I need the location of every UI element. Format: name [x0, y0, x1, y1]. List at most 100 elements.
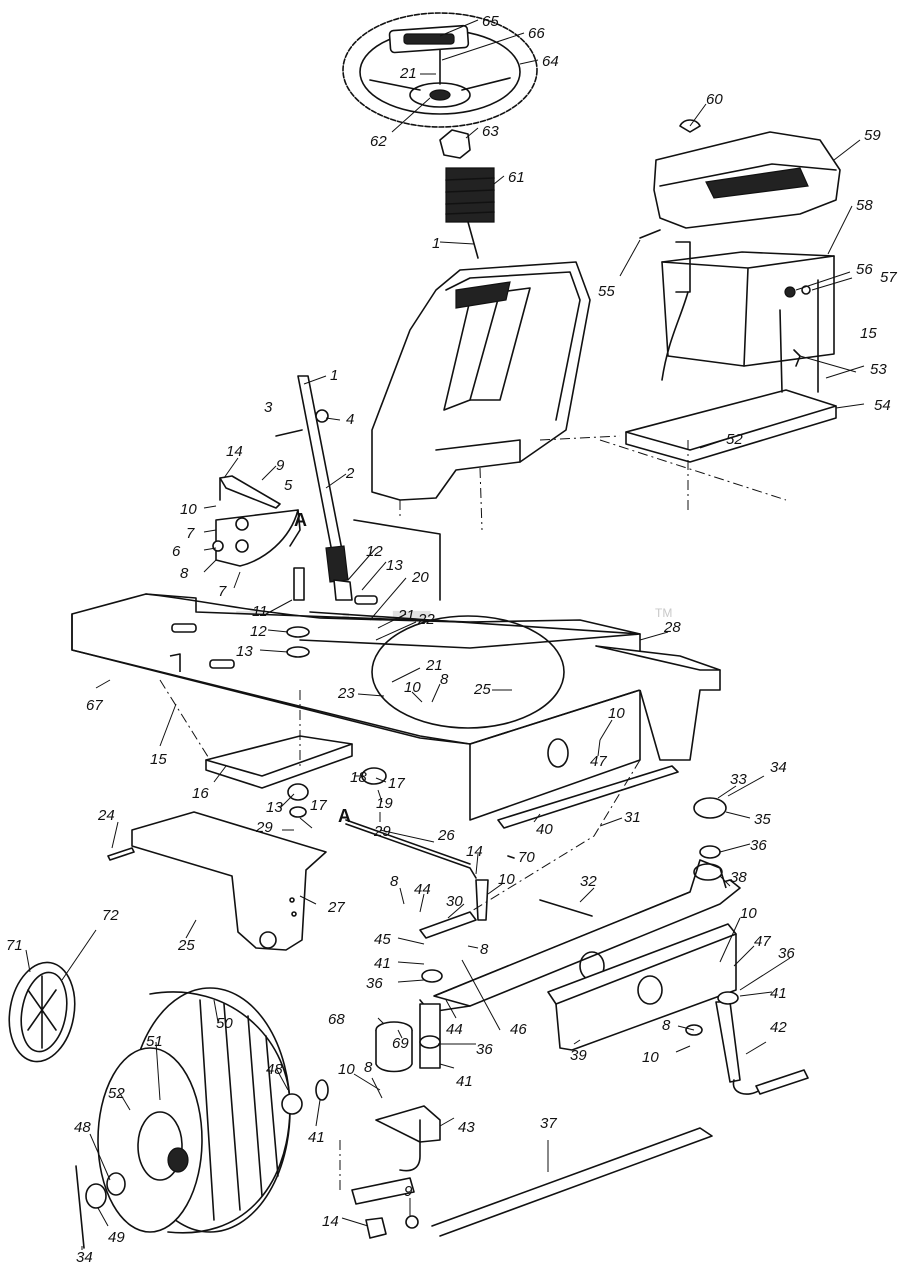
callout: 15: [860, 325, 877, 342]
callout: 58: [856, 197, 873, 214]
callout: 11: [252, 603, 268, 620]
callout: 25: [473, 681, 491, 698]
leader-lines: [25, 19, 865, 1250]
battery-cover: [653, 131, 841, 229]
callout: 70: [518, 849, 535, 866]
callout: 63: [482, 123, 499, 140]
assembly-lines: [159, 467, 641, 1190]
assembly-lines-battery: [539, 435, 787, 510]
callout: 20: [411, 569, 429, 586]
callout: 45: [374, 931, 391, 948]
steering-shaft-spring: [445, 167, 495, 259]
callout: 30: [446, 893, 463, 910]
callout: 10: [740, 905, 757, 922]
callout: 25: [177, 937, 195, 954]
callout: 38: [730, 869, 747, 886]
ref-letter-a-lower: A: [338, 806, 351, 826]
callout: 14: [226, 443, 243, 460]
hubcap: [8, 961, 76, 1063]
callout: 26: [437, 827, 455, 844]
callout: 7: [186, 525, 195, 542]
callout: 31: [624, 809, 641, 826]
callout: 41: [308, 1129, 325, 1146]
callout: 29: [255, 819, 273, 836]
callout: 5: [284, 477, 293, 494]
screw-55: [639, 229, 661, 239]
wheel-hardware: [75, 1079, 329, 1249]
callout: 67: [86, 697, 103, 714]
callout: 12: [366, 543, 383, 560]
spacer-68: [375, 1021, 413, 1073]
callout: 53: [870, 361, 887, 378]
callout: 22: [417, 611, 435, 628]
callout: 9: [404, 1183, 413, 1200]
callout: 71: [6, 937, 23, 954]
callout: 27: [327, 899, 345, 916]
small-hardware: [275, 409, 739, 1239]
callout: 46: [510, 1021, 527, 1038]
callout: 8: [480, 941, 489, 958]
callout: 8: [180, 565, 189, 582]
callout: 14: [322, 1213, 339, 1230]
axle-support: [547, 923, 737, 1051]
callout: 32: [580, 873, 597, 890]
callout: 36: [778, 945, 795, 962]
callout: 48: [74, 1119, 91, 1136]
callout: 4: [346, 411, 354, 428]
callout: 12: [250, 623, 267, 640]
callout-labels: 65 66 64 21 62 63 61 1 60 59 58 55 56 57…: [6, 13, 897, 1266]
callout: 6: [172, 543, 181, 560]
callout: 10: [404, 679, 421, 696]
callout: 62: [370, 133, 387, 150]
callout: 41: [374, 955, 391, 972]
callout: 16: [192, 785, 209, 802]
callout: 28: [663, 619, 681, 636]
callout: 52: [108, 1085, 125, 1102]
hold-down-bracket: [679, 119, 701, 133]
battery: [661, 241, 835, 381]
callout: 36: [476, 1041, 493, 1058]
callout: 60: [706, 91, 723, 108]
callout: 21: [425, 657, 443, 674]
drag-link: [345, 819, 477, 879]
callout: 66: [528, 25, 545, 42]
callout: 61: [508, 169, 525, 186]
axle-pivot-bar: [497, 765, 679, 829]
callout: 15: [150, 751, 167, 768]
callout: 36: [750, 837, 767, 854]
callout: 68: [328, 1011, 345, 1028]
callout: 33: [730, 771, 747, 788]
callout: 43: [458, 1119, 475, 1136]
callout: 24: [97, 807, 115, 824]
callout: 41: [770, 985, 787, 1002]
callout: 47: [590, 753, 607, 770]
battery-tray: [625, 279, 837, 463]
callout: 40: [536, 821, 553, 838]
callout: 8: [390, 873, 399, 890]
callout: 55: [598, 283, 615, 300]
ref-letter-a-upper: A: [294, 510, 307, 530]
callout: 13: [386, 557, 403, 574]
callout: 34: [76, 1249, 93, 1266]
callout: 69: [392, 1035, 409, 1052]
callout: 48: [266, 1061, 283, 1078]
callout: 3: [264, 399, 273, 416]
callout: 44: [446, 1021, 463, 1038]
callout: 18: [350, 769, 367, 786]
callout: 47: [754, 933, 771, 950]
callout: 17: [388, 775, 405, 792]
callout: 9: [276, 457, 285, 474]
steering-support-bracket: [205, 735, 353, 789]
callout: 21: [397, 607, 415, 624]
tie-rod: [431, 1127, 713, 1237]
bolt-24: [107, 847, 135, 861]
callout: 51: [146, 1033, 163, 1050]
callout: 44: [414, 881, 431, 898]
callout: 72: [102, 907, 119, 924]
dash-panel: [371, 261, 591, 501]
callout: 7: [218, 583, 227, 600]
callout: 36: [366, 975, 383, 992]
steering-shaft: [297, 375, 353, 601]
frame: [71, 519, 641, 821]
